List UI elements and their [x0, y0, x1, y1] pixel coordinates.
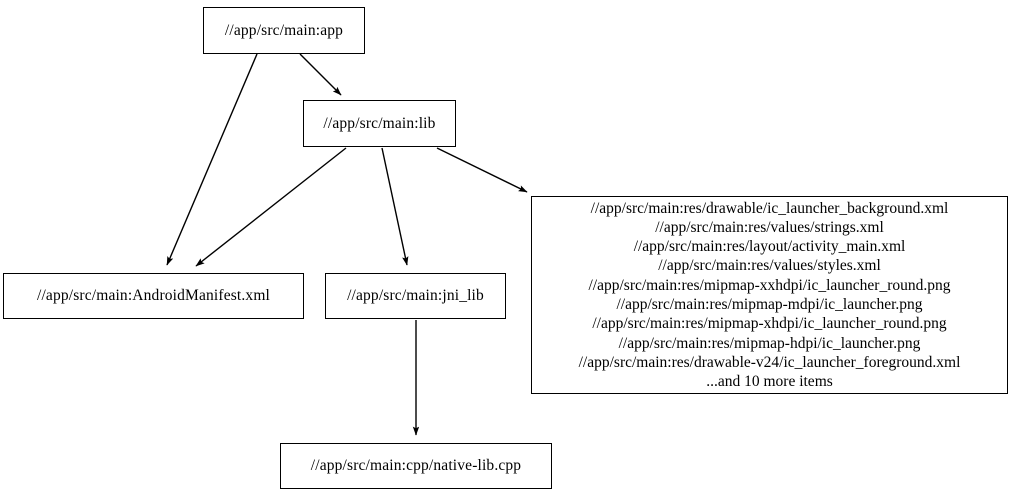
edge-app-to-manifest	[166, 53, 258, 266]
graph-node-lib[interactable]: //app/src/main:lib	[303, 100, 456, 147]
resource-line: //app/src/main:res/layout/activity_main.…	[633, 238, 906, 256]
graph-node-native-lib-cpp[interactable]: //app/src/main:cpp/native-lib.cpp	[280, 443, 552, 489]
edge-lib-to-resources	[436, 147, 528, 193]
graph-node-app-label: //app/src/main:app	[224, 21, 344, 39]
graph-node-resources-list[interactable]: //app/src/main:res/drawable/ic_launcher_…	[531, 196, 1008, 394]
resource-line: //app/src/main:res/mipmap-hdpi/ic_launch…	[618, 334, 921, 352]
resource-line: //app/src/main:res/values/styles.xml	[658, 257, 881, 275]
resource-line: //app/src/main:res/drawable/ic_launcher_…	[590, 199, 949, 217]
graph-node-native-lib-cpp-label: //app/src/main:cpp/native-lib.cpp	[310, 457, 522, 475]
graph-node-lib-label: //app/src/main:lib	[323, 114, 436, 132]
resource-line: //app/src/main:res/mipmap-xxhdpi/ic_laun…	[588, 276, 951, 294]
graph-node-app[interactable]: //app/src/main:app	[203, 7, 365, 54]
resource-line: //app/src/main:res/mipmap-xhdpi/ic_launc…	[592, 315, 947, 333]
resource-line: ...and 10 more items	[706, 373, 833, 391]
graph-node-resources-list-lines: //app/src/main:res/drawable/ic_launcher_…	[579, 199, 961, 392]
edge-lib-to-jni-lib	[381, 147, 409, 266]
graph-node-android-manifest-label: //app/src/main:AndroidManifest.xml	[37, 287, 270, 305]
edge-app-to-lib	[299, 53, 342, 96]
resource-line: //app/src/main:res/drawable-v24/ic_launc…	[578, 353, 961, 371]
resource-line: //app/src/main:res/values/strings.xml	[655, 218, 884, 236]
edge-lib-to-manifest	[195, 147, 347, 267]
graph-node-jni-lib[interactable]: //app/src/main:jni_lib	[325, 273, 506, 319]
graph-node-jni-lib-label: //app/src/main:jni_lib	[347, 287, 484, 305]
resource-line: //app/src/main:res/mipmap-mdpi/ic_launch…	[616, 296, 923, 313]
graph-node-android-manifest[interactable]: //app/src/main:AndroidManifest.xml	[3, 273, 304, 319]
